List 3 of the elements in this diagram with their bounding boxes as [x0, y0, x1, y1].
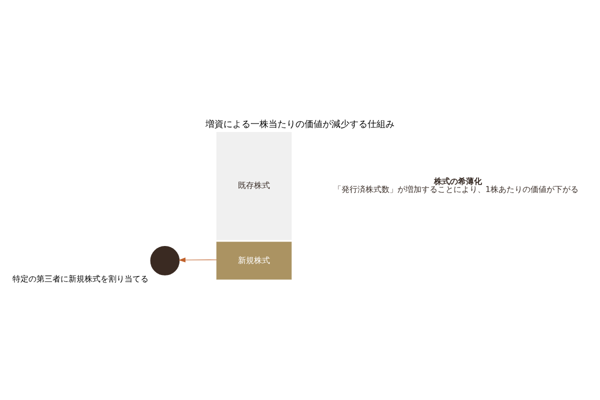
arrow — [178, 257, 217, 262]
node-person — [150, 246, 180, 275]
diagram-title: 増資による一株当たりの価値が減少する仕組み — [206, 118, 394, 130]
